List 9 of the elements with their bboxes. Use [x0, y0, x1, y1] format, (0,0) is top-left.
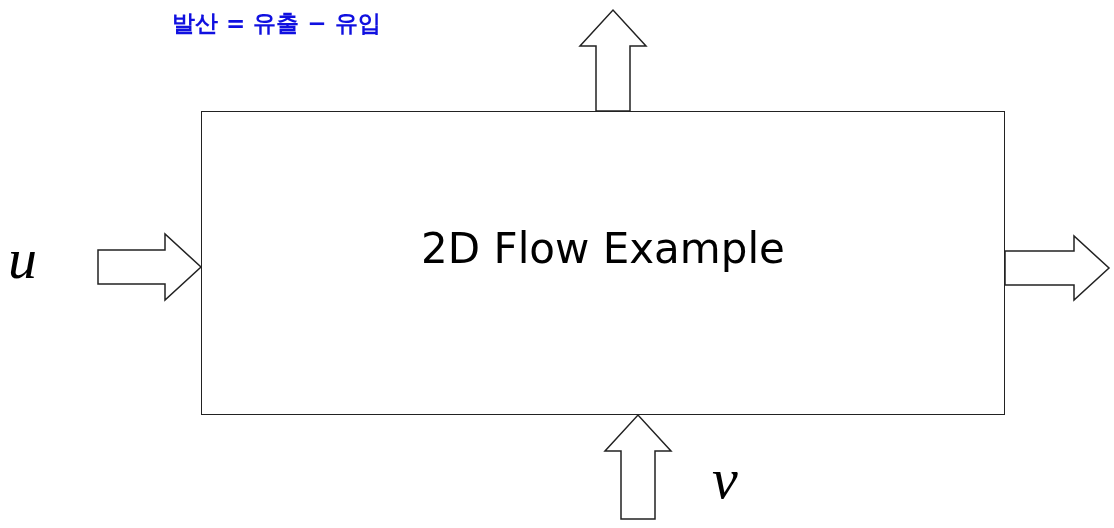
process-box — [201, 111, 1005, 415]
box-title: 2D Flow Example — [421, 223, 785, 273]
block-arrow — [603, 413, 673, 520]
block-arrow — [1004, 234, 1111, 302]
block-arrow — [97, 232, 203, 302]
block-arrow — [578, 8, 648, 112]
variable-label: u — [8, 230, 48, 304]
edge-label: v — [712, 450, 738, 508]
equation-text: 발산 = 유출 − 유입 — [172, 9, 381, 38]
